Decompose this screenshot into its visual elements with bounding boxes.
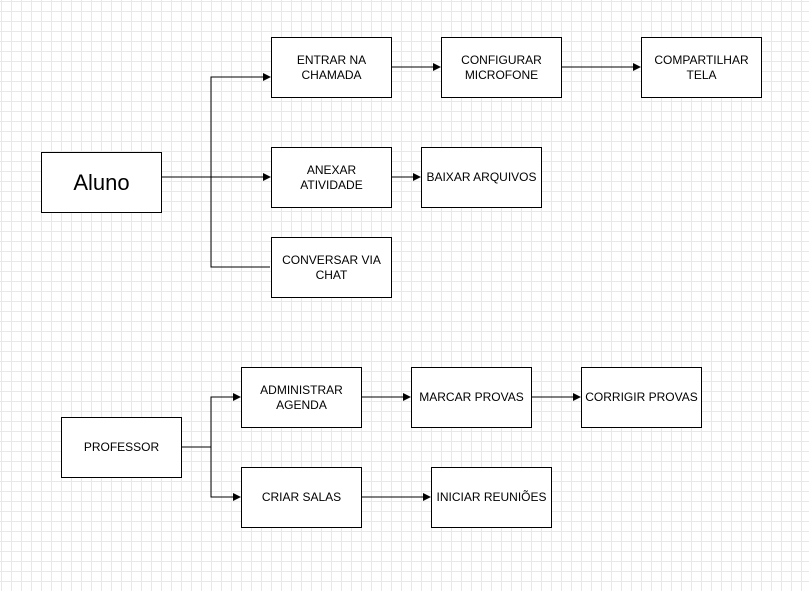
- node-anexar-atividade[interactable]: ANEXAR ATIVIDADE: [271, 147, 392, 208]
- edge-aluno-entrar-chamada: [161, 73, 271, 178]
- node-corrigir-provas[interactable]: CORRIGIR PROVAS: [581, 367, 702, 428]
- node-administrar-agenda[interactable]: ADMINISTRAR AGENDA: [241, 367, 362, 428]
- node-professor[interactable]: PROFESSOR: [61, 417, 182, 478]
- node-configurar-microfone[interactable]: CONFIGURAR MICROFONE: [441, 37, 562, 98]
- node-baixar-arquivos[interactable]: BAIXAR ARQUIVOS: [421, 147, 542, 208]
- node-aluno[interactable]: Aluno: [41, 152, 162, 213]
- edge-aluno-conversar-chat: [210, 177, 270, 268]
- node-compartilhar-tela[interactable]: COMPARTILHAR TELA: [641, 37, 762, 98]
- node-criar-salas[interactable]: CRIAR SALAS: [241, 467, 362, 528]
- node-iniciar-reunioes[interactable]: INICIAR REUNIÕES: [431, 467, 552, 528]
- node-entrar-chamada[interactable]: ENTRAR NA CHAMADA: [271, 37, 392, 98]
- edge-professor-criar-salas: [210, 447, 241, 501]
- edge-professor-administrar: [181, 393, 241, 448]
- node-conversar-chat[interactable]: CONVERSAR VIA CHAT: [271, 237, 392, 298]
- node-marcar-provas[interactable]: MARCAR PROVAS: [411, 367, 532, 428]
